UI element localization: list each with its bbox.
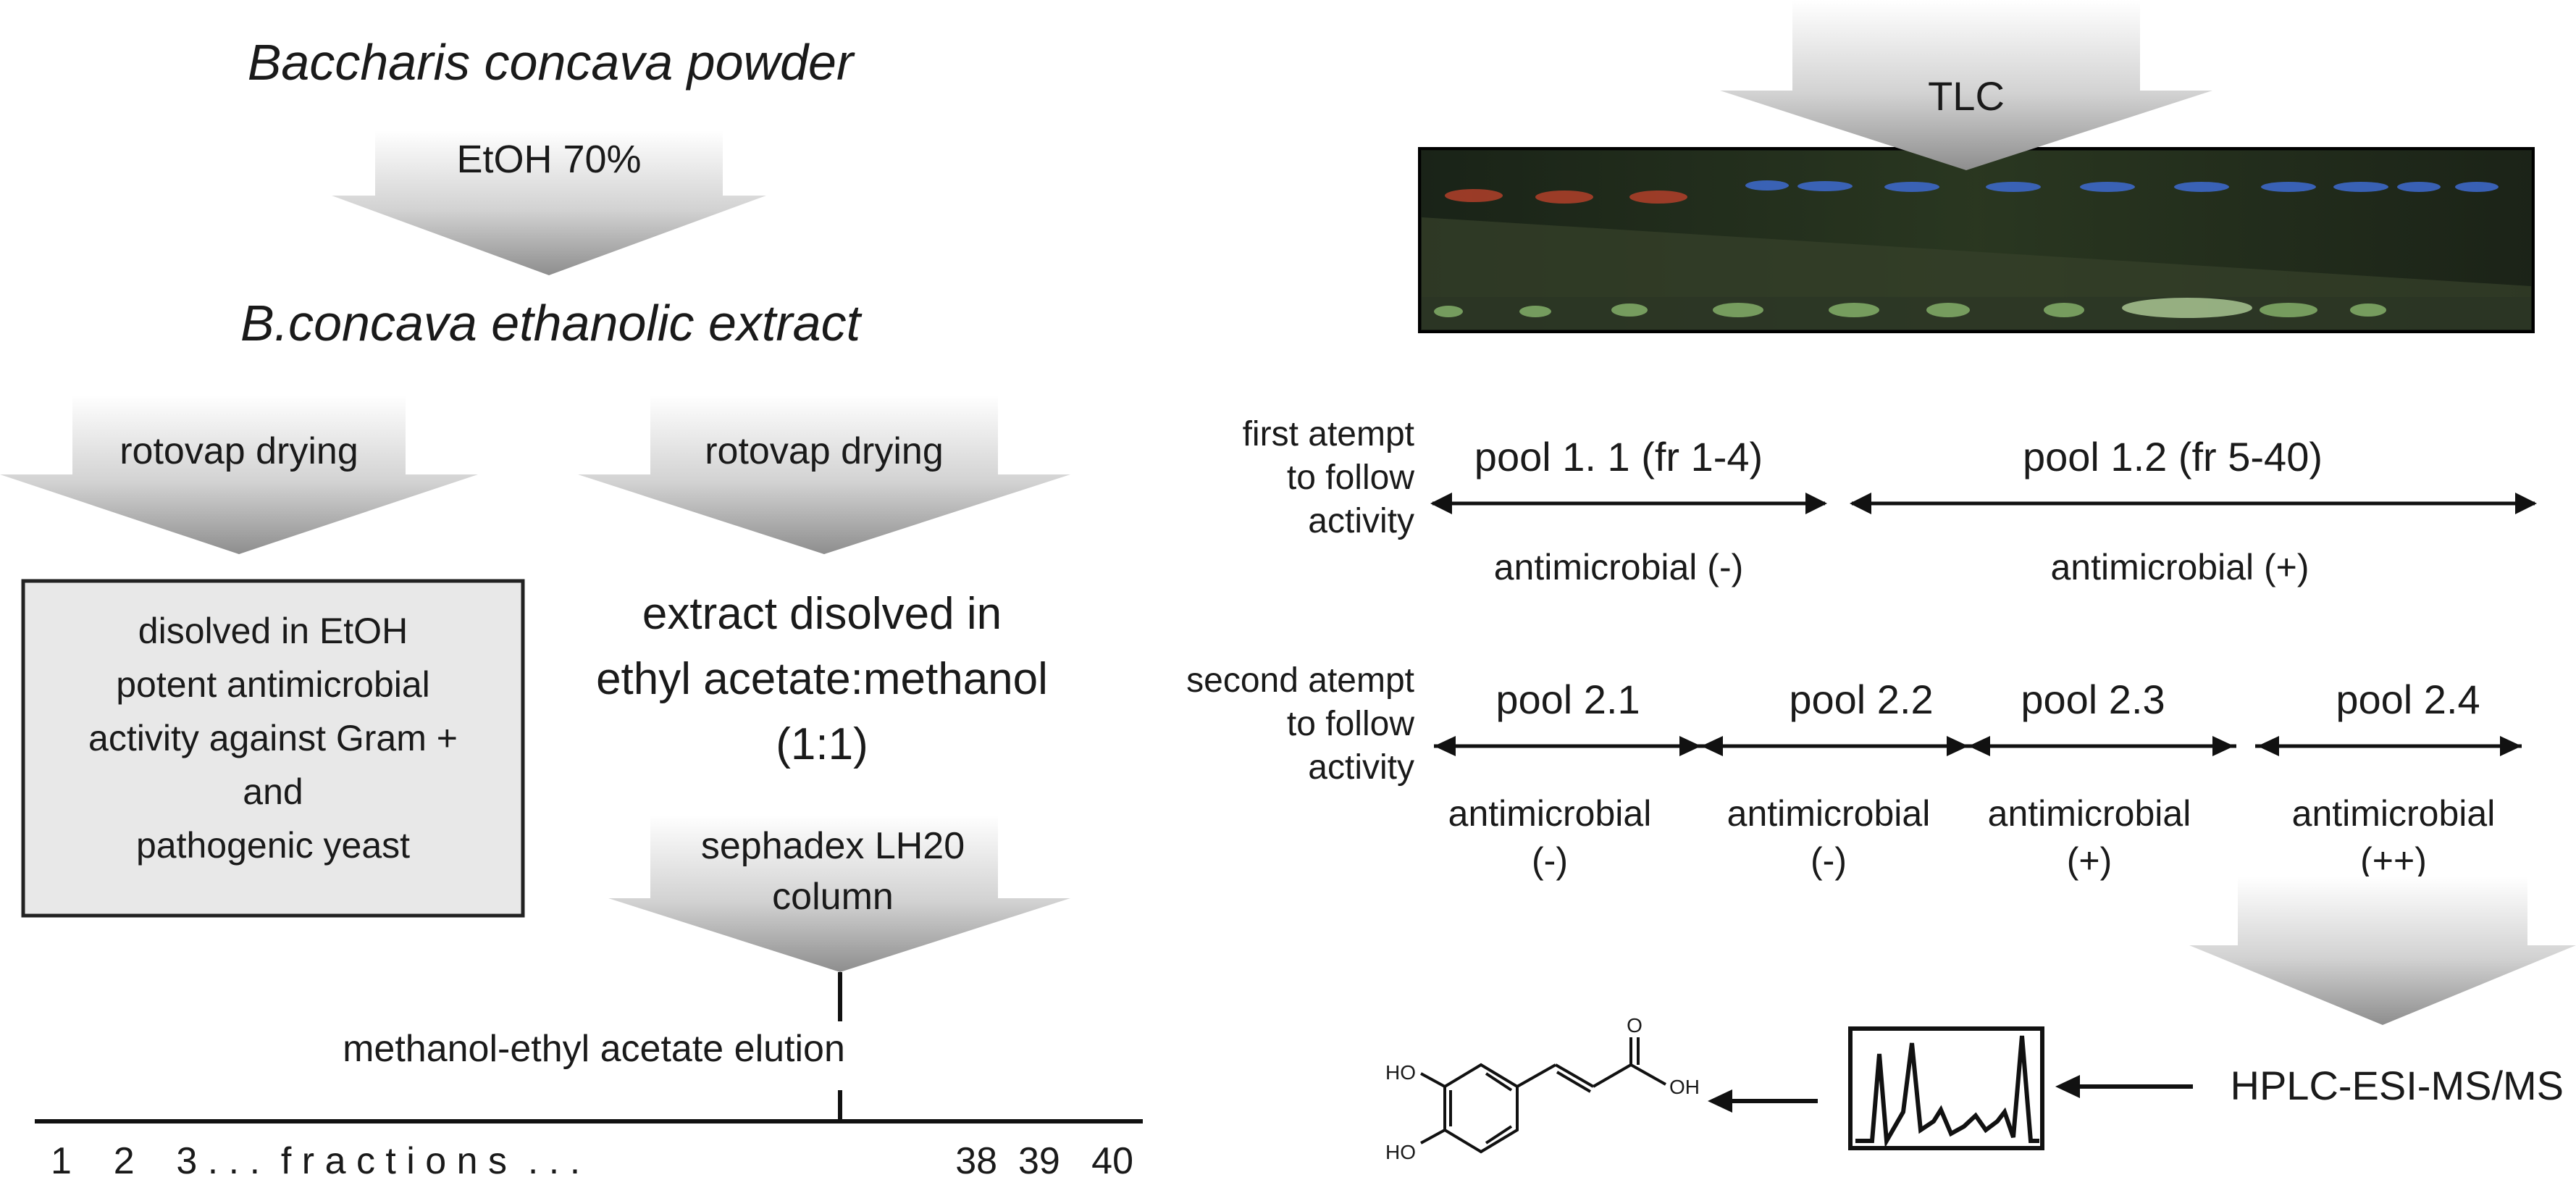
box-line: and — [243, 771, 303, 812]
ho-bottom-label: HO — [1385, 1141, 1416, 1163]
pool-2-3-result: antimicrobial — [1988, 793, 2191, 834]
dissolved-line: extract disolved in — [642, 589, 1002, 639]
sephadex-label: sephadex LH20 — [701, 825, 965, 867]
pool-2-1-result-sign: (-) — [1532, 840, 1568, 881]
sephadex-arrow — [608, 815, 1070, 972]
tlc-blue-bands — [1745, 180, 2499, 192]
hplc-to-chromatogram-arrow — [2055, 1075, 2193, 1098]
tlc-red-bands — [1445, 189, 1687, 204]
dissolved-line: ethyl acetate:methanol — [596, 654, 1048, 704]
second-attempt-line: to follow — [1287, 705, 1414, 743]
box-line: disolved in EtOH — [138, 611, 408, 651]
column-label: column — [772, 876, 894, 918]
elution-label: methanol-ethyl acetate elution — [343, 1028, 845, 1070]
box-line: pathogenic yeast — [136, 825, 410, 866]
tlc-arrow — [1720, 0, 2212, 170]
chromatogram — [1848, 1026, 2044, 1150]
fractions-left-label: 1 2 3 . . . f r a c t i o n s . . . — [51, 1140, 580, 1182]
pool-1-2-result: antimicrobial (+) — [2050, 547, 2309, 587]
dissolved-line: (1:1) — [776, 719, 868, 769]
pool-2-1-name: pool 2.1 — [1495, 677, 1640, 722]
fractions-right-label: 38 39 40 — [955, 1140, 1133, 1182]
chromatogram-to-structure-arrow — [1708, 1089, 1818, 1113]
rotovap-label-middle: rotovap drying — [705, 430, 944, 472]
pool-2-1-result: antimicrobial — [1448, 793, 1652, 834]
pool-1-1-result: antimicrobial (-) — [1494, 547, 1744, 587]
pool-gap — [2236, 739, 2255, 753]
first-attempt-line: first atempt — [1243, 415, 1414, 453]
ho-top-label: HO — [1385, 1061, 1416, 1084]
hplc-label: HPLC-ESI-MS/MS — [2231, 1063, 2564, 1108]
box-line: potent antimicrobial — [116, 664, 430, 705]
second-attempt-line: second atempt — [1186, 661, 1414, 700]
second-attempt-line: activity — [1308, 748, 1414, 787]
tlc-green-bands — [1434, 298, 2386, 318]
acid-oh-label: OH — [1669, 1076, 1700, 1098]
first-attempt-line: activity — [1308, 502, 1414, 540]
tlc-plate — [1418, 147, 2535, 333]
etoh-label: EtOH 70% — [456, 138, 641, 181]
first-attempt-line: to follow — [1287, 459, 1414, 497]
pool-2-4-result-sign: (++) — [2360, 840, 2427, 881]
caffeic-acid-structure — [1420, 1037, 1666, 1154]
etoh-arrow — [332, 130, 766, 275]
pool-1-2-name: pool 1.2 (fr 5-40) — [2023, 434, 2323, 480]
pool-1-1-name: pool 1. 1 (fr 1-4) — [1474, 434, 1763, 480]
hplc-down-arrow — [2189, 876, 2576, 1025]
tlc-label: TLC — [1928, 73, 2005, 119]
pool-2-2-result: antimicrobial — [1727, 793, 1931, 834]
pool-2-2-result-sign: (-) — [1811, 840, 1847, 881]
rotovap-arrow-middle — [578, 395, 1070, 554]
extract-title: B.concava ethanolic extract — [240, 295, 863, 351]
pool-2-4-result: antimicrobial — [2292, 793, 2496, 834]
rotovap-arrow-left — [0, 395, 478, 554]
second-attempt-label: second atempt to follow activity — [1186, 661, 1414, 787]
pool-2-3-name: pool 2.3 — [2021, 677, 2165, 722]
carbonyl-o-label: O — [1627, 1014, 1642, 1037]
rotovap-label-left: rotovap drying — [119, 430, 358, 472]
antimicrobial-activity-box — [21, 579, 525, 918]
pool-2-3-result-sign: (+) — [2067, 840, 2113, 881]
first-attempt-label: first atempt to follow activity — [1243, 415, 1415, 540]
second-attempt-arrowheads — [1434, 736, 2522, 756]
source-title: Baccharis concava powder — [248, 34, 855, 91]
pool-2-2-name: pool 2.2 — [1789, 677, 1933, 722]
pool-2-4-name: pool 2.4 — [2336, 677, 2480, 722]
box-text: disolved in EtOH potent antimicrobial ac… — [88, 611, 458, 866]
box-line: activity against Gram + — [88, 718, 458, 758]
